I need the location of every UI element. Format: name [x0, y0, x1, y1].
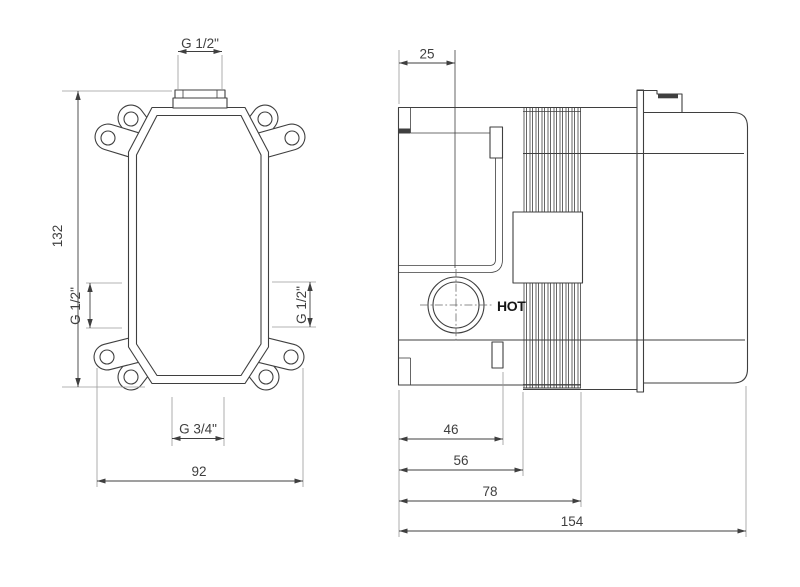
dim-label-height: 132: [50, 225, 65, 248]
dim-46: 46: [399, 422, 503, 442]
dim-label-154: 154: [561, 514, 584, 529]
dim-label-width: 92: [191, 464, 206, 479]
dim-label-top-port: G 1/2": [181, 36, 219, 51]
dim-label-78: 78: [482, 484, 497, 499]
dim-25: 25: [398, 47, 455, 104]
side-view: HOT 25 46 56: [397, 47, 749, 537]
dim-78: 78: [399, 484, 581, 504]
rear-step-seal: [658, 94, 678, 99]
side-extension-lines: [398, 372, 747, 537]
dim-height-132: 132: [50, 90, 172, 388]
dim-right-port: G 1/2": [272, 281, 316, 328]
dim-width-92: 92: [96, 368, 304, 487]
side-front-box: [398, 107, 523, 385]
front-body-inner-outline: [135, 114, 262, 377]
mounting-holes: [99, 111, 300, 385]
top-port: [172, 89, 228, 109]
dim-left-port: G 1/2": [68, 282, 122, 329]
dim-label-46: 46: [443, 422, 458, 437]
dim-154: 154: [399, 514, 746, 534]
rear-flange: [636, 89, 645, 393]
rear-body-outline: [642, 111, 749, 384]
front-body-outer-outline: [127, 106, 270, 385]
dim-label-left-port: G 1/2": [68, 287, 83, 325]
dim-label-bottom-port: G 3/4": [179, 422, 217, 437]
dim-label-56: 56: [453, 453, 468, 468]
dim-label-right-port: G 1/2": [294, 286, 309, 324]
hot-port: HOT: [420, 269, 527, 341]
side-front-outline: [397, 106, 637, 386]
dim-56: 56: [399, 453, 523, 473]
front-view: G 1/2" 132 G 1/2" G 1/2": [50, 36, 316, 487]
hot-label: HOT: [497, 298, 526, 314]
dim-top-port: G 1/2": [177, 36, 223, 89]
rear-step-detail: [637, 89, 683, 113]
dim-label-25: 25: [419, 47, 434, 62]
front-box-details: [398, 50, 504, 385]
collar-center-block: [512, 211, 584, 284]
dim-bottom-port: G 3/4": [171, 397, 225, 446]
